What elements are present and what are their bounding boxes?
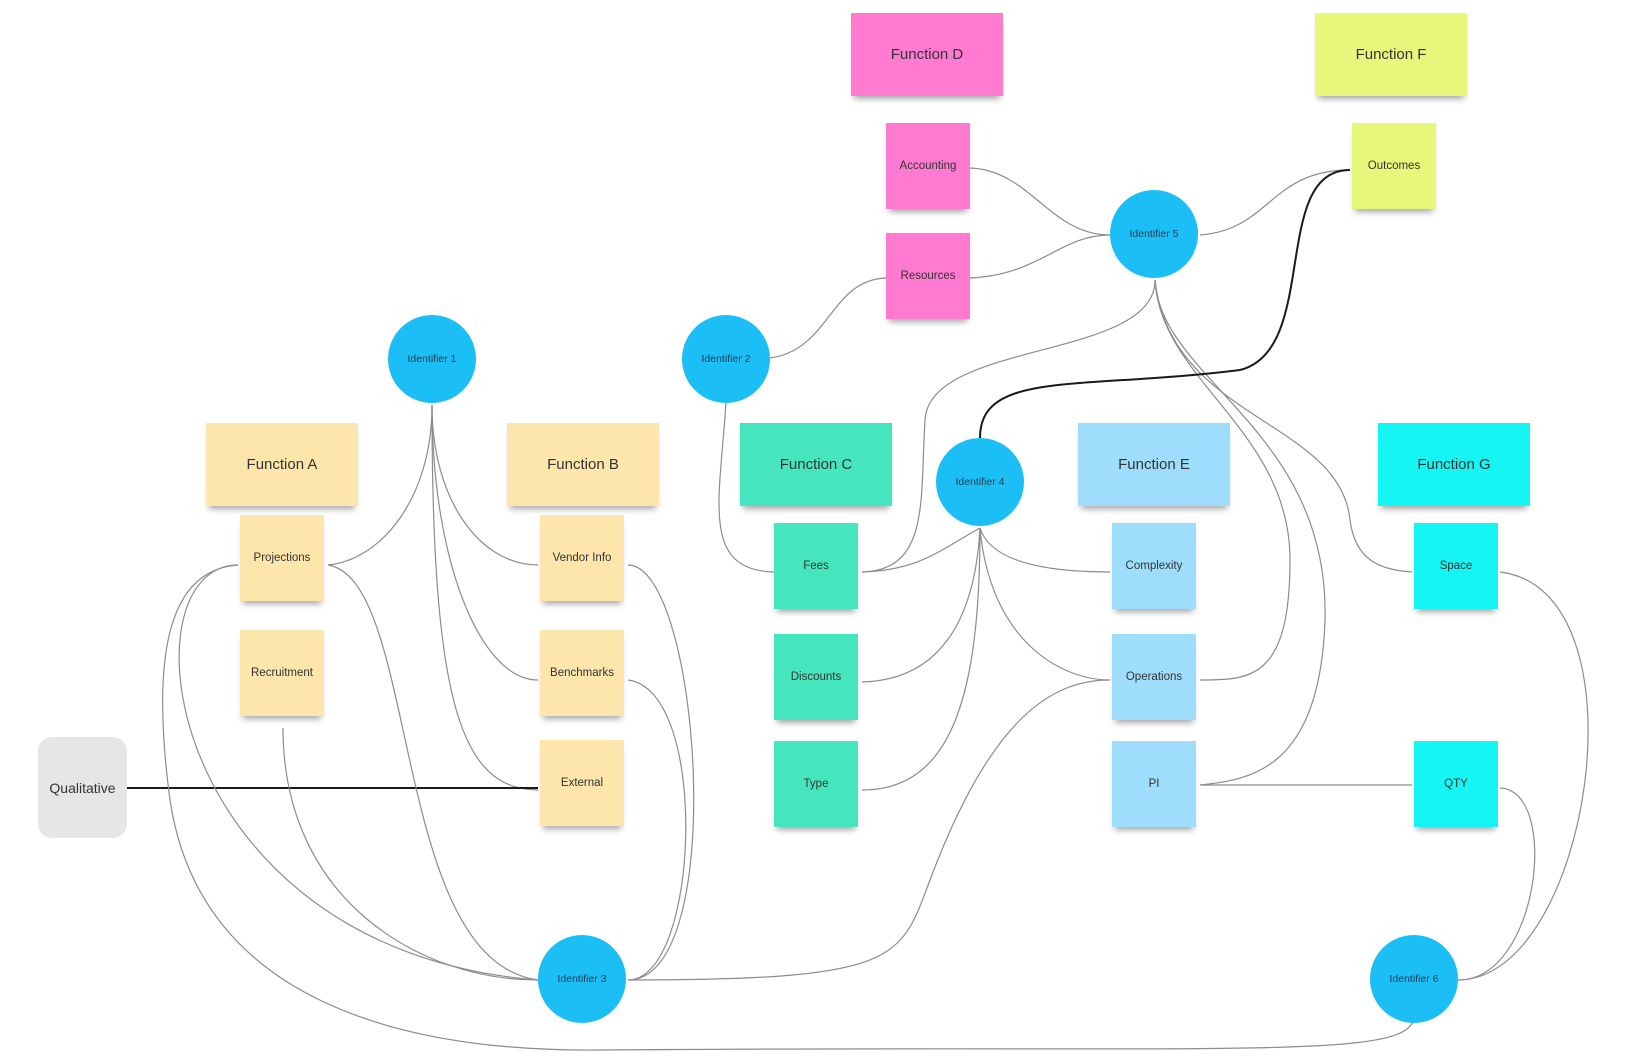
identifier-4-node: Identifier 4	[936, 438, 1024, 526]
note-qty: QTY	[1414, 741, 1498, 827]
note-outcomes: Outcomes	[1352, 123, 1436, 209]
connector-id4-complexity	[979, 527, 1111, 573]
connector-fees-id4	[861, 527, 981, 573]
note-type: Type	[774, 741, 858, 827]
note-discounts: Discounts	[774, 634, 858, 720]
function-a-header: Function A	[206, 423, 358, 506]
connector-id1-vendor-info	[431, 404, 539, 566]
note-pi: PI	[1112, 741, 1196, 827]
connector-id5-space	[1154, 279, 1413, 573]
connector-recruitment-id3	[282, 727, 539, 981]
identifier-5-node: Identifier 5	[1110, 190, 1198, 278]
identifier-2-node: Identifier 2	[682, 315, 770, 403]
note-vendor-info: Vendor Info	[540, 515, 624, 601]
connector-id4-discounts	[861, 527, 981, 683]
qualitative-shape: Qualitative	[38, 737, 127, 838]
connector-id1-external	[431, 404, 539, 791]
identifier-1-node: Identifier 1	[388, 315, 476, 403]
note-projections: Projections	[240, 515, 324, 601]
connector-id6-projections	[162, 564, 1414, 1051]
connector-id5-outcomes	[1199, 169, 1351, 236]
note-benchmarks: Benchmarks	[540, 630, 624, 716]
connector-space-id6	[1457, 571, 1589, 981]
connector-id3-operations	[627, 679, 1111, 981]
function-e-header: Function E	[1078, 423, 1230, 506]
note-resources: Resources	[886, 233, 970, 319]
connector-id4-type	[861, 527, 981, 791]
note-accounting: Accounting	[886, 123, 970, 209]
connector-id1-benchmarks	[431, 404, 539, 681]
function-c-header: Function C	[740, 423, 892, 506]
function-f-header: Function F	[1315, 13, 1467, 96]
note-complexity: Complexity	[1112, 523, 1196, 609]
connector-id4-operations	[979, 527, 1111, 681]
connector-id5-fees	[861, 279, 1156, 573]
connector-id5-operations	[1154, 279, 1291, 681]
connector-id5-pi	[1154, 279, 1326, 786]
connector-qty-id6	[1457, 787, 1536, 981]
connector-id1-projections	[327, 404, 433, 566]
function-d-header: Function D	[851, 13, 1003, 96]
connector-accounting-id5	[969, 167, 1111, 236]
connector-projections-id3-left	[178, 564, 539, 981]
connector-id2-fees	[718, 401, 775, 573]
note-recruitment: Recruitment	[240, 630, 324, 716]
connector-id2-resources	[769, 277, 887, 359]
note-space: Space	[1414, 523, 1498, 609]
note-external: External	[540, 740, 624, 826]
connector-id4-outcomes	[979, 169, 1351, 439]
connector-benchmarks-id3	[627, 679, 687, 981]
connector-projections-id3-right	[327, 564, 539, 981]
identifier-6-node: Identifier 6	[1370, 935, 1458, 1023]
function-b-header: Function B	[507, 423, 659, 506]
connector-resources-id5	[969, 234, 1111, 279]
identifier-3-node: Identifier 3	[538, 935, 626, 1023]
note-fees: Fees	[774, 523, 858, 609]
connector-vendor-id3	[627, 564, 695, 981]
function-g-header: Function G	[1378, 423, 1530, 506]
note-operations: Operations	[1112, 634, 1196, 720]
